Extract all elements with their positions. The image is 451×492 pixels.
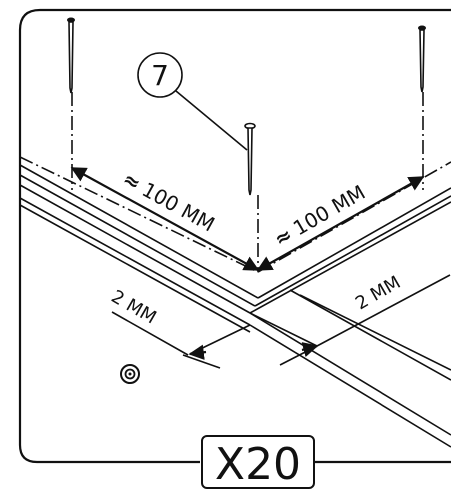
nail-icon-right xyxy=(418,25,426,93)
lower-board-lines xyxy=(249,289,451,448)
left-gap-label: 2 MM xyxy=(108,286,160,328)
callout: 7 xyxy=(137,52,248,151)
callout-number: 7 xyxy=(151,59,169,92)
right-gap-label: 2 MM xyxy=(352,272,404,314)
frame-outline xyxy=(18,8,451,464)
screw-hole-icon xyxy=(120,364,140,384)
quantity-badge: X20 xyxy=(201,435,315,490)
right-gap-dimension xyxy=(249,274,451,366)
nail-icon-center xyxy=(244,122,256,196)
nail-icon-left xyxy=(67,17,75,94)
callout-circle xyxy=(137,52,183,98)
dimension-arrow-icon-left xyxy=(70,167,260,271)
left-gap-dimension xyxy=(111,311,251,369)
quantity-label: X20 xyxy=(215,439,301,490)
center-lines xyxy=(19,92,451,273)
dimension-arrow-icon-right xyxy=(256,176,425,271)
